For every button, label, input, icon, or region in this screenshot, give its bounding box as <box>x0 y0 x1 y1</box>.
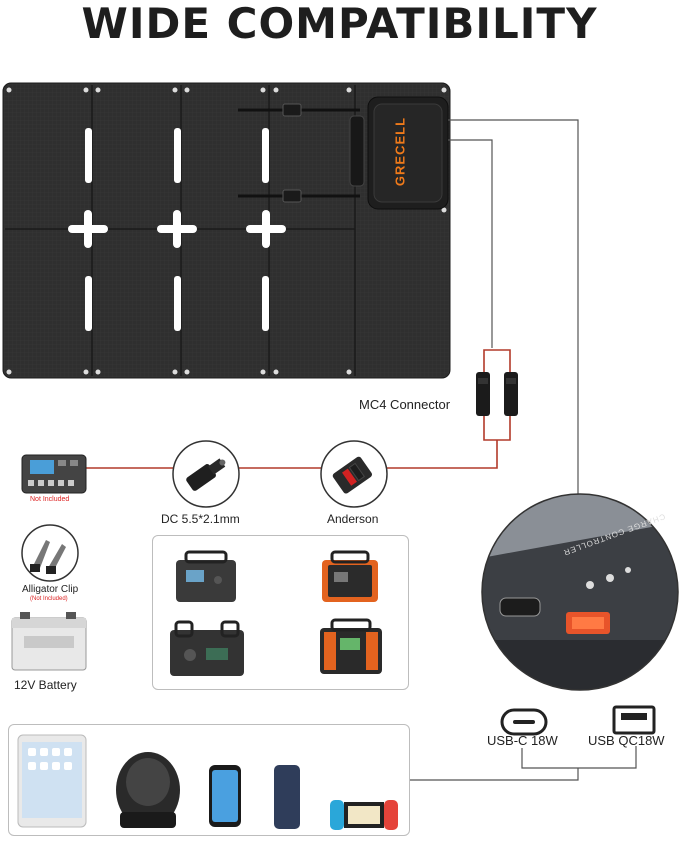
controller-closeup <box>481 493 679 691</box>
station-4 <box>320 618 382 674</box>
power-bank-image <box>274 765 300 829</box>
cross-3 <box>246 210 286 248</box>
speaker-image <box>116 752 180 828</box>
usb-c-label: USB-C 18W <box>487 733 558 748</box>
devices-card <box>8 724 410 836</box>
cross-2 <box>157 210 197 248</box>
tablet-image <box>17 734 87 828</box>
mc4-connector-label: MC4 Connector <box>359 397 451 412</box>
anderson-connector-image <box>320 440 388 508</box>
alligator-clip-label: Alligator Clip <box>22 584 79 595</box>
mc4-connector <box>476 372 518 416</box>
station-2 <box>322 550 378 602</box>
not-included-label: Not Included <box>30 496 70 503</box>
power-stations-card <box>152 535 409 690</box>
dc-connector-image <box>172 440 240 508</box>
station-1 <box>176 550 236 602</box>
power-stations <box>170 550 382 676</box>
usb-qc-label: USB QC18W <box>588 733 665 748</box>
usb-c-port-icon <box>500 708 548 736</box>
game-console-image <box>330 800 398 830</box>
phone-image <box>209 765 241 827</box>
devices <box>17 734 398 830</box>
anderson-label: Anderson <box>327 512 379 526</box>
station-3 <box>170 620 244 676</box>
brand-logo: GRECELL <box>392 116 408 187</box>
page-title: WIDE COMPATIBILITY <box>81 0 598 48</box>
battery-image <box>11 612 87 671</box>
charge-controller-image <box>21 454 87 494</box>
usb-a-port-icon <box>612 705 656 735</box>
alligator-note: (Not Included) <box>30 596 68 602</box>
cross-1 <box>68 210 108 248</box>
dc-connector-label: DC 5.5*2.1mm <box>161 512 240 526</box>
alligator-clip-image <box>21 524 79 582</box>
battery-label: 12V Battery <box>14 678 77 692</box>
solar-panel <box>2 82 451 379</box>
